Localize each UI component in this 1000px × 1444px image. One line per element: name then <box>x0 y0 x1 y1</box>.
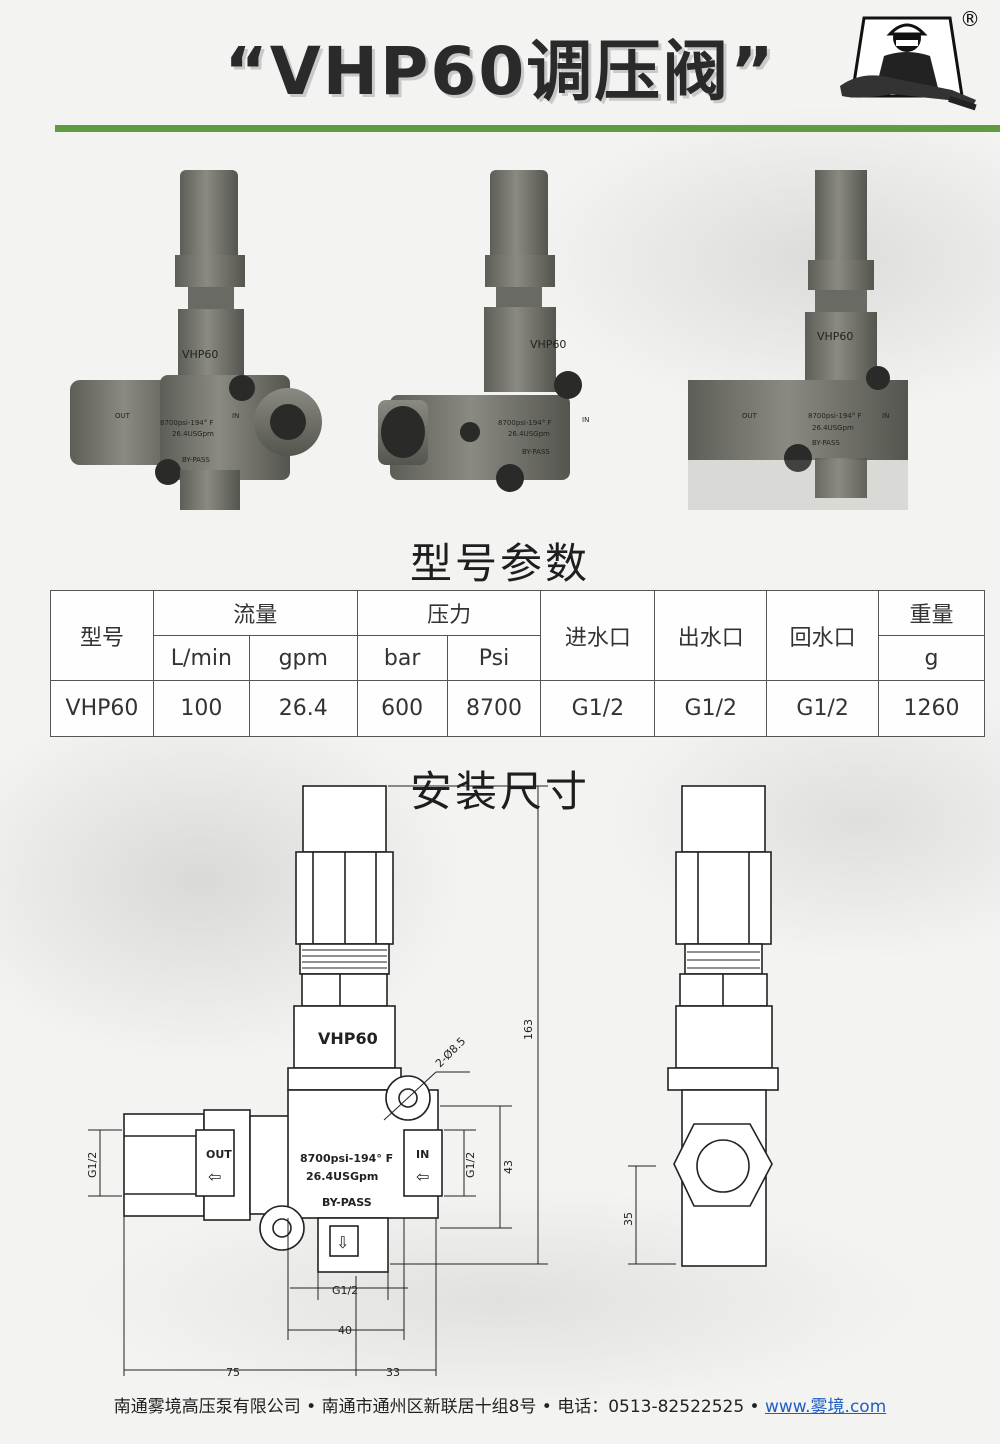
header-model: 型号 <box>50 590 154 681</box>
svg-text:VHP60: VHP60 <box>817 330 853 343</box>
title-underline <box>55 125 1000 132</box>
specs-section-title: 型号参数 <box>409 539 590 588</box>
svg-text:8700psi-194° F: 8700psi-194° F <box>808 412 862 420</box>
svg-text:VHP60: VHP60 <box>530 338 566 351</box>
front-view: VHP60 8700psi-194° F 26.4USGpm OUT ⇦ IN … <box>86 785 548 1379</box>
svg-text:G1/2: G1/2 <box>86 1152 99 1178</box>
spec-table: 型号 流量 压力 进水口 出水口 回水口 重量 L/min gpm bar Ps… <box>50 590 985 737</box>
svg-text:BY-PASS: BY-PASS <box>522 448 550 456</box>
website-link[interactable]: www.雾境.com <box>764 1397 887 1417</box>
valve-photo-1: VHP60 OUT 8700psi-194° F 26.4USGpm IN BY… <box>70 170 322 510</box>
svg-text:75: 75 <box>226 1366 240 1379</box>
svg-text:BY-PASS: BY-PASS <box>182 456 210 464</box>
svg-text:8700psi-194° F: 8700psi-194° F <box>498 419 552 427</box>
svg-text:⇦: ⇦ <box>208 1167 221 1186</box>
svg-text:2-Ø8.5: 2-Ø8.5 <box>433 1035 468 1070</box>
svg-text:OUT: OUT <box>206 1148 232 1161</box>
table-header-row: 型号 流量 压力 进水口 出水口 回水口 重量 <box>50 590 985 681</box>
page-title: “VHP60调压阀” <box>224 33 776 110</box>
install-section-title: 安装尺寸 <box>409 767 590 816</box>
svg-text:BY-PASS: BY-PASS <box>812 439 840 447</box>
header-weight: 重量 <box>878 590 985 636</box>
svg-text:163: 163 <box>522 1019 535 1040</box>
unit-g: g <box>878 635 985 681</box>
svg-text:33: 33 <box>386 1366 400 1379</box>
svg-text:43: 43 <box>502 1160 515 1174</box>
svg-text:IN: IN <box>882 412 889 420</box>
valve-photo-2: VHP60 8700psi-194° F 26.4USGpm IN BY-PAS… <box>378 170 589 492</box>
unit-psi: Psi <box>446 635 542 681</box>
svg-text:G1/2: G1/2 <box>332 1284 358 1297</box>
svg-text:BY-PASS: BY-PASS <box>322 1196 372 1209</box>
svg-text:⇩: ⇩ <box>336 1233 349 1252</box>
svg-text:35: 35 <box>622 1212 635 1226</box>
svg-text:IN: IN <box>232 412 239 420</box>
cell-bar: 600 <box>356 680 448 737</box>
cell-gpm: 26.4 <box>248 680 358 737</box>
svg-text:VHP60: VHP60 <box>318 1029 378 1048</box>
svg-text:8700psi-194° F: 8700psi-194° F <box>160 419 214 427</box>
cell-lmin: 100 <box>152 680 250 737</box>
header-outlet: 出水口 <box>654 590 768 681</box>
svg-text:IN: IN <box>416 1148 429 1161</box>
svg-text:26.4USGpm: 26.4USGpm <box>172 430 214 438</box>
header-inlet: 进水口 <box>540 590 656 681</box>
header-flow: 流量 <box>152 590 358 636</box>
installation-drawing: VHP60 8700psi-194° F 26.4USGpm OUT ⇦ IN … <box>86 785 779 1379</box>
header-return: 回水口 <box>766 590 880 681</box>
worker-logo-icon: ® <box>840 7 980 111</box>
unit-bar: bar <box>356 635 448 681</box>
header-pressure: 压力 <box>356 590 542 636</box>
table-row: VHP60 100 26.4 600 8700 G1/2 G1/2 G1/2 1… <box>50 680 985 737</box>
footer: 南通雾境高压泵有限公司 • 南通市通州区新联居十组8号 • 电话：0513-82… <box>0 1392 1000 1417</box>
svg-text:IN: IN <box>582 416 589 424</box>
svg-text:⇦: ⇦ <box>416 1167 429 1186</box>
footer-contact: 南通雾境高压泵有限公司 • 南通市通州区新联居十组8号 • 电话：0513-82… <box>113 1397 765 1417</box>
cell-psi: 8700 <box>446 680 542 737</box>
svg-text:26.4USGpm: 26.4USGpm <box>812 424 854 432</box>
cell-inlet: G1/2 <box>540 680 656 737</box>
svg-text:40: 40 <box>338 1324 352 1337</box>
svg-text:®: ® <box>960 7 980 31</box>
svg-text:26.4USGpm: 26.4USGpm <box>306 1170 378 1183</box>
svg-text:26.4USGpm: 26.4USGpm <box>508 430 550 438</box>
cell-weight: 1260 <box>878 680 985 737</box>
side-view: 35 <box>622 785 779 1267</box>
cell-return: G1/2 <box>766 680 880 737</box>
valve-photo-3: VHP60 OUT 8700psi-194° F 26.4USGpm IN BY… <box>688 170 908 510</box>
svg-text:OUT: OUT <box>115 412 131 420</box>
unit-lmin: L/min <box>152 635 250 681</box>
svg-text:G1/2: G1/2 <box>464 1152 477 1178</box>
svg-text:OUT: OUT <box>742 412 758 420</box>
svg-text:8700psi-194° F: 8700psi-194° F <box>300 1152 393 1165</box>
unit-gpm: gpm <box>248 635 358 681</box>
cell-model: VHP60 <box>50 680 154 737</box>
cell-outlet: G1/2 <box>654 680 768 737</box>
product-photos: VHP60 OUT 8700psi-194° F 26.4USGpm IN BY… <box>70 170 908 510</box>
svg-text:VHP60: VHP60 <box>182 348 218 361</box>
